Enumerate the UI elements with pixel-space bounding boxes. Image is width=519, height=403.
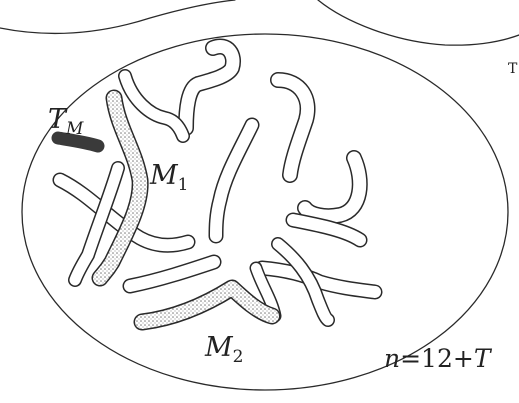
edge-label-t: T	[508, 61, 518, 77]
label-tm: TM	[48, 104, 84, 139]
neighbor-cell-outline-right	[318, 0, 519, 45]
chromosome	[305, 158, 360, 216]
chromosome-tm	[58, 138, 98, 146]
chromosome	[293, 220, 360, 240]
chromosome	[125, 76, 183, 136]
neighbor-cell-outline-left	[0, 0, 235, 33]
chromosome	[216, 125, 252, 236]
chromosome	[278, 80, 308, 175]
chromosome	[130, 262, 214, 286]
chromosome	[186, 46, 233, 128]
formula-chromosome-count: n=12+T	[384, 344, 493, 373]
label-m2: M2	[204, 332, 243, 367]
marker-chromosome-m2	[142, 288, 272, 322]
label-m1: M1	[149, 160, 188, 195]
